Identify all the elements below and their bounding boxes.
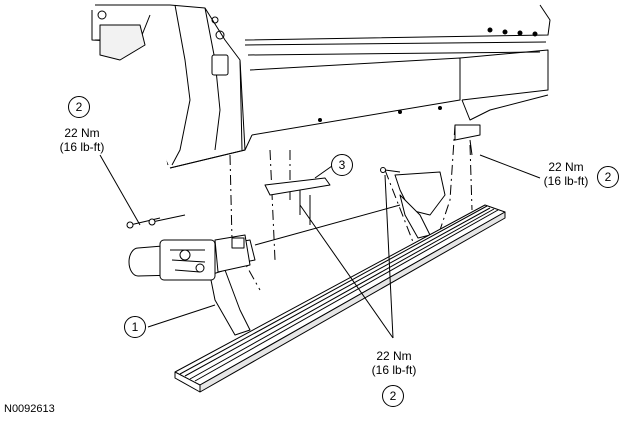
motor-assembly	[128, 234, 251, 281]
torque-label-right: 22 Nm (16 lb-ft)	[538, 160, 594, 188]
torque-lbft: (16 lb-ft)	[371, 363, 417, 377]
callout-1: 1	[124, 316, 146, 338]
torque-lbft: (16 lb-ft)	[59, 140, 105, 154]
torque-label-left: 22 Nm (16 lb-ft)	[54, 126, 110, 154]
figure-id: N0092613	[4, 403, 55, 415]
leader-lines	[99, 154, 541, 339]
torque-nm: 22 Nm	[376, 349, 412, 363]
callout-3: 3	[331, 154, 353, 176]
callout-2-left: 2	[68, 96, 90, 118]
torque-nm: 22 Nm	[64, 126, 100, 140]
callout-2-bottom: 2	[382, 385, 404, 407]
torque-label-bottom: 22 Nm (16 lb-ft)	[366, 349, 422, 377]
vehicle-body	[91, 4, 551, 169]
callout-2-right: 2	[597, 166, 619, 188]
bolts	[126, 139, 473, 246]
torque-lbft: (16 lb-ft)	[543, 174, 589, 188]
torque-nm: 22 Nm	[548, 160, 584, 174]
running-board-step	[174, 204, 506, 393]
